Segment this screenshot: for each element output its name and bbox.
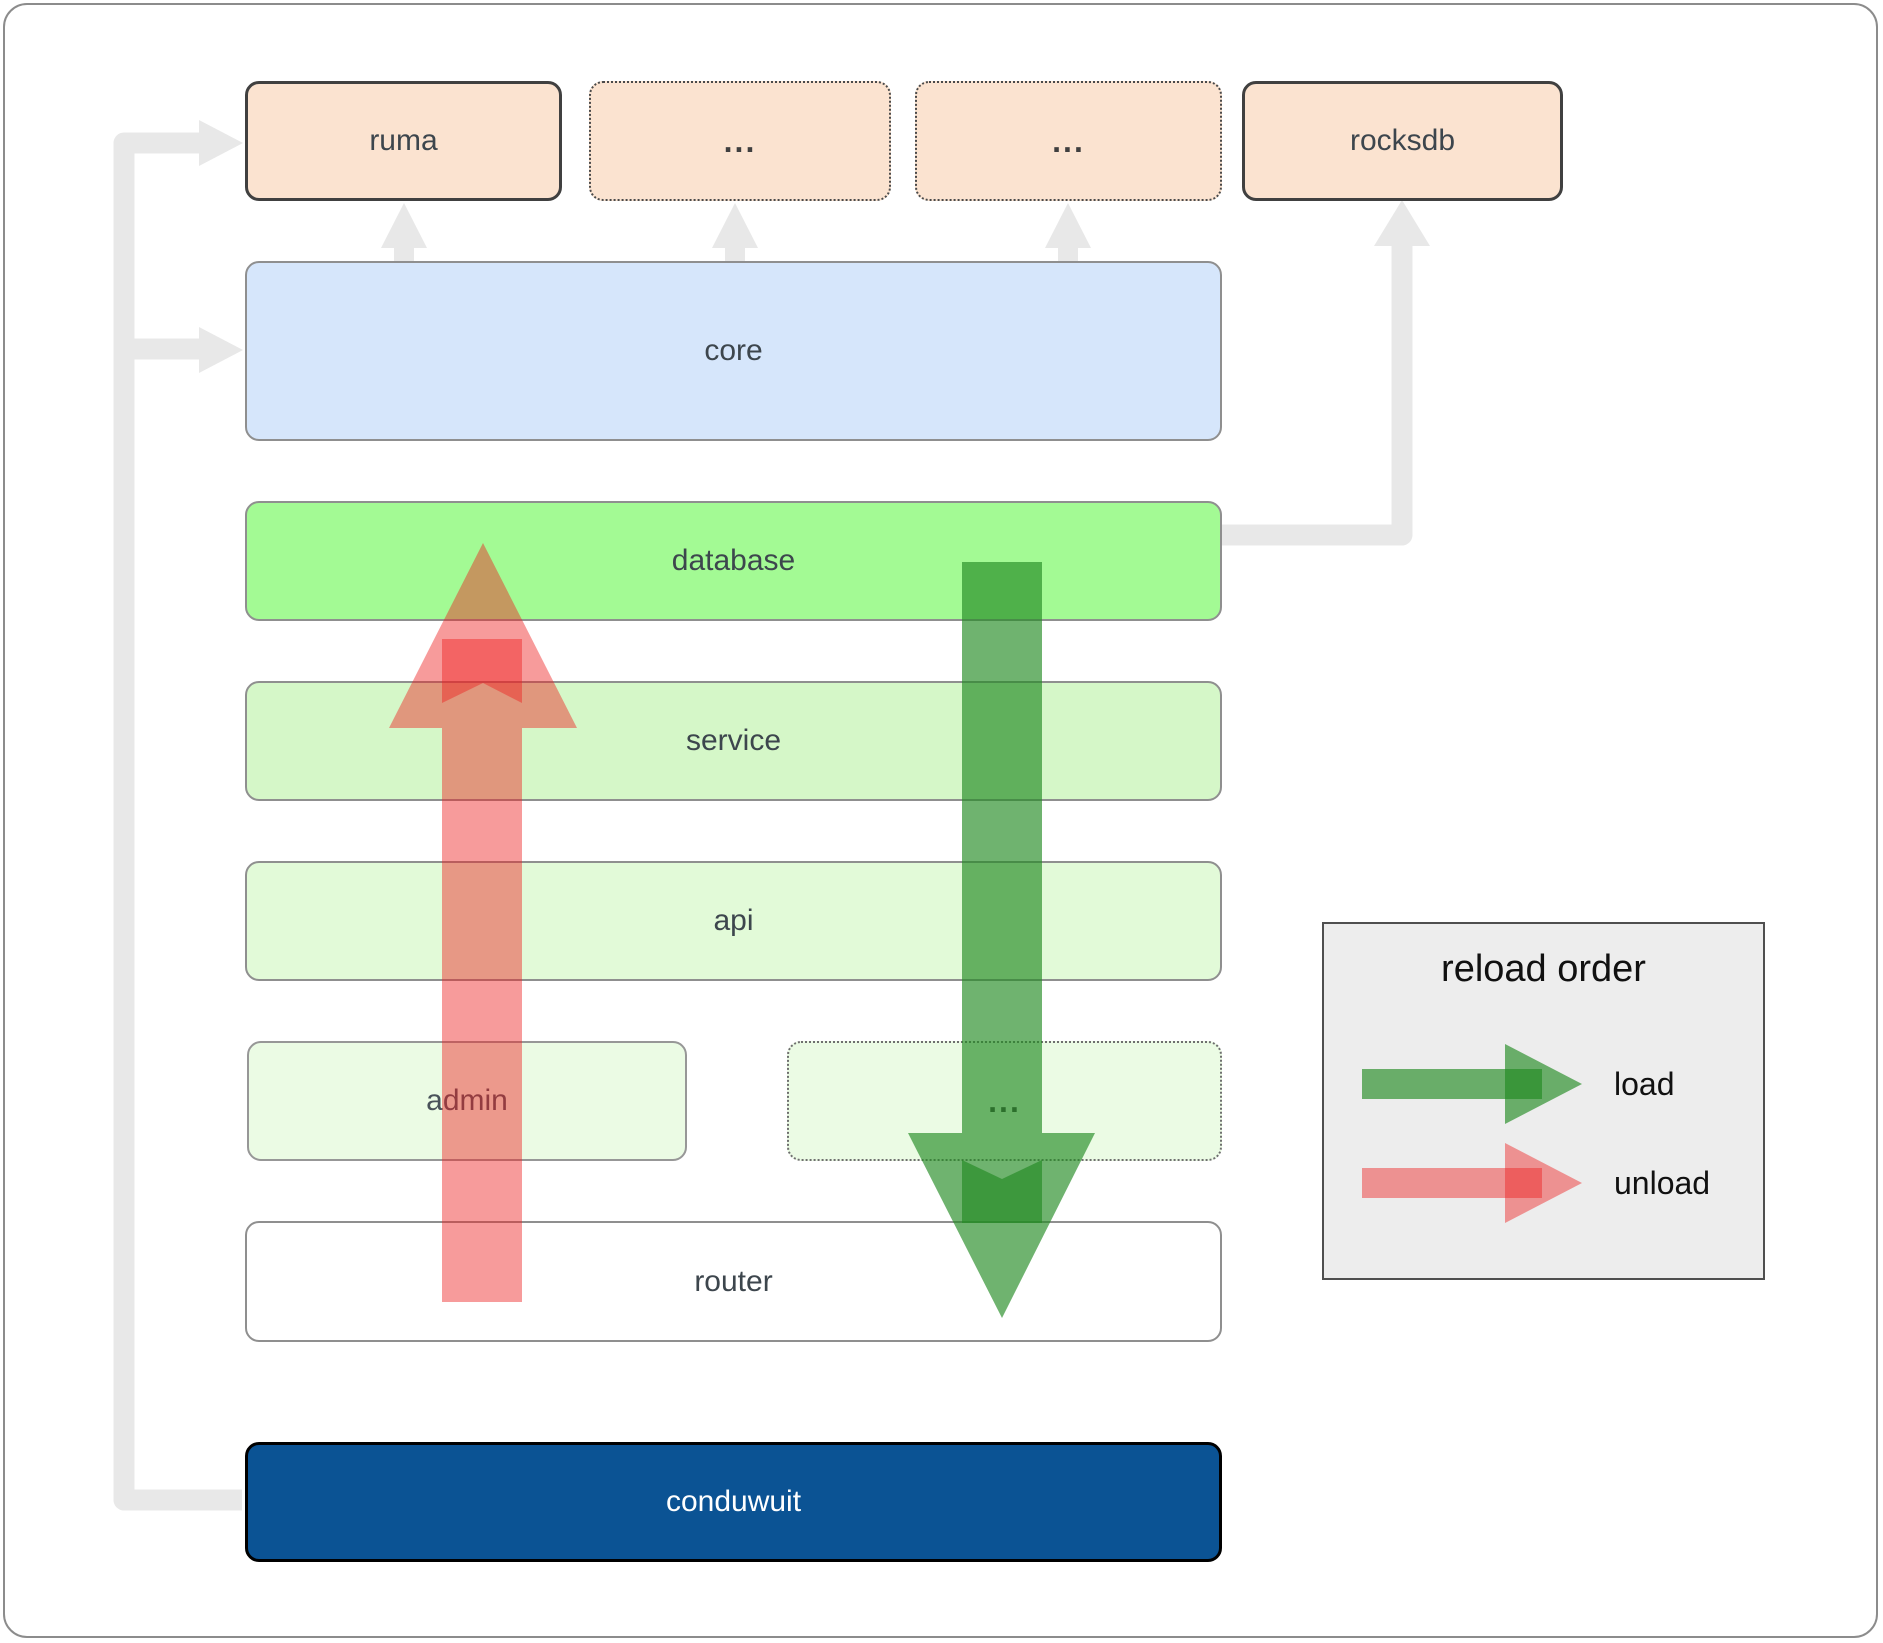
box-rocksdb-label: rocksdb [1349,124,1456,157]
box-admin: admin [247,1041,687,1161]
legend-unload-arrow-head-icon [1505,1143,1582,1223]
box-database-label: database [671,544,796,577]
box-external-ellipsis-b-label: ... [1052,122,1085,159]
box-admin-ellipsis: ... [787,1041,1222,1161]
box-rocksdb: rocksdb [1242,81,1563,201]
legend-title: reload order [1441,948,1646,990]
box-database: database [245,501,1222,621]
box-external-ellipsis-b: ... [915,81,1222,201]
legend: reload order load unload [1322,922,1765,1280]
box-api: api [245,861,1222,981]
box-admin-ellipsis-label: ... [988,1082,1021,1119]
diagram-outer-frame [3,3,1878,1638]
box-external-ellipsis-a: ... [589,81,891,201]
box-service-label: service [685,724,782,757]
box-ruma-label: ruma [369,124,438,157]
box-router-label: router [694,1264,773,1298]
box-router: router [245,1221,1222,1342]
legend-unload-label: unload [1614,1165,1711,1201]
box-admin-label: admin [426,1084,508,1117]
box-conduwuit-label: conduwuit [665,1485,802,1518]
box-api-label: api [713,904,754,937]
legend-load-arrow-head-icon [1505,1044,1582,1124]
legend-unload-arrow-shaft-icon [1362,1168,1542,1198]
box-conduwuit: conduwuit [245,1442,1222,1562]
legend-load-label: load [1614,1066,1675,1102]
box-ruma: ruma [245,81,562,201]
box-service: service [245,681,1222,801]
box-external-ellipsis-a-label: ... [723,122,757,159]
box-core: core [245,261,1222,441]
legend-arrows [1362,1044,1582,1223]
box-core-label: core [704,334,763,367]
